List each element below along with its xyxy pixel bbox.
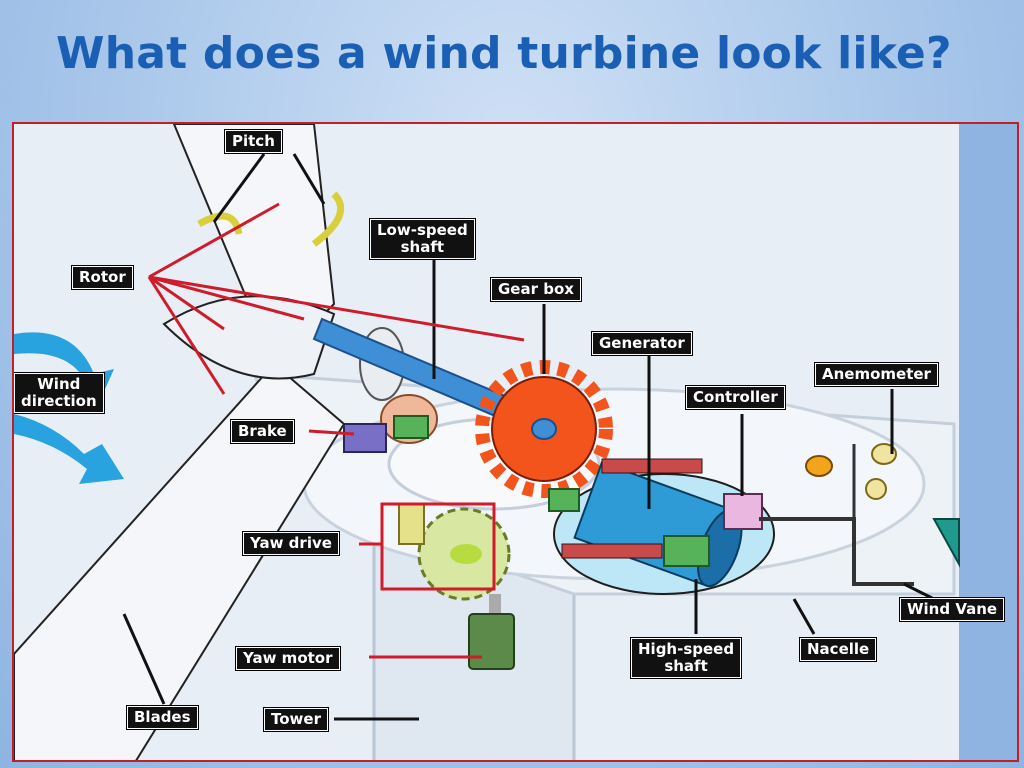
label-brake: Brake xyxy=(231,420,294,443)
label-wind-vane: Wind Vane xyxy=(900,598,1005,621)
label-wind-direction: Wind direction xyxy=(14,373,104,413)
label-blades: Blades xyxy=(127,706,198,729)
slide-title: What does a wind turbine look like? xyxy=(56,28,952,79)
label-high-speed-shaft: High-speed shaft xyxy=(631,638,742,678)
label-yaw-drive: Yaw drive xyxy=(243,532,339,555)
label-nacelle: Nacelle xyxy=(800,638,877,661)
label-tower: Tower xyxy=(264,708,328,731)
label-generator: Generator xyxy=(592,332,692,355)
label-yaw-motor: Yaw motor xyxy=(236,647,340,670)
label-rotor: Rotor xyxy=(72,266,133,289)
turbine-illustration xyxy=(14,124,1017,760)
label-controller: Controller xyxy=(686,386,785,409)
label-anemometer: Anemometer xyxy=(815,363,938,386)
turbine-diagram: Pitch Rotor Low-speed shaft Gear box Gen… xyxy=(12,122,1019,762)
label-low-speed-shaft: Low-speed shaft xyxy=(370,219,475,259)
label-gear-box: Gear box xyxy=(491,278,581,301)
label-pitch: Pitch xyxy=(225,130,282,153)
